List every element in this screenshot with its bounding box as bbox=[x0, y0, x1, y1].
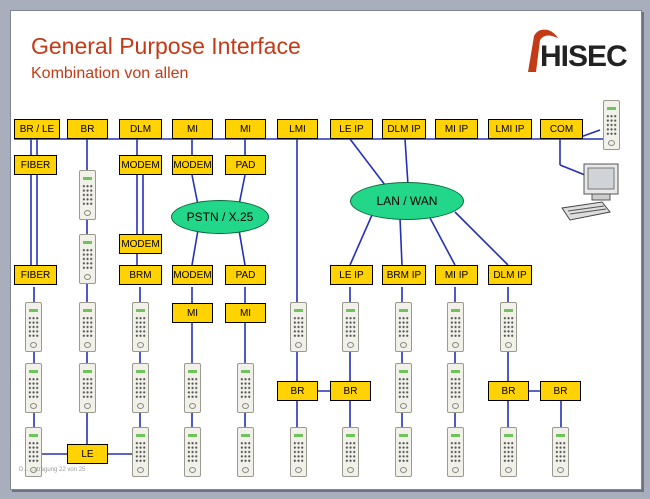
bus-box-br: BR bbox=[67, 119, 108, 139]
terminal-device-icon bbox=[342, 302, 359, 352]
modem-box-mi-top: MODEM bbox=[172, 155, 213, 175]
terminal-device-icon bbox=[79, 363, 96, 413]
terminal-device-icon bbox=[79, 234, 96, 284]
terminal-device-icon bbox=[132, 302, 149, 352]
terminal-device-icon bbox=[25, 363, 42, 413]
modem-box-mi-bottom: MODEM bbox=[172, 265, 213, 285]
pad-box-bottom: PAD bbox=[225, 265, 266, 285]
terminal-device-icon bbox=[184, 427, 201, 477]
terminal-device-icon bbox=[447, 427, 464, 477]
terminal-device-icon bbox=[184, 363, 201, 413]
lan-branch-mi-ip: MI IP bbox=[435, 265, 478, 285]
modem-box-dlm-top: MODEM bbox=[119, 155, 162, 175]
modem-box-dlm-mid: MODEM bbox=[119, 234, 162, 254]
bus-box-dlm: DLM bbox=[119, 119, 162, 139]
terminal-device-icon bbox=[395, 302, 412, 352]
terminal-device-icon bbox=[132, 427, 149, 477]
brm-box: BRM bbox=[119, 265, 162, 285]
bus-box-mi-ip: MI IP bbox=[435, 119, 478, 139]
terminal-device-icon bbox=[395, 427, 412, 477]
terminal-device-icon bbox=[447, 363, 464, 413]
terminal-device-icon bbox=[290, 427, 307, 477]
terminal-device-icon bbox=[290, 302, 307, 352]
slide-subtitle: Kombination von allen bbox=[31, 65, 189, 82]
computer-icon bbox=[558, 158, 628, 228]
pstn-cloud: PSTN / X.25 bbox=[171, 200, 269, 234]
slide bbox=[10, 10, 642, 490]
br-box-pair2-a: BR bbox=[488, 381, 529, 401]
terminal-device-icon bbox=[603, 100, 620, 150]
bus-box-le-ip: LE IP bbox=[330, 119, 373, 139]
terminal-device-icon bbox=[395, 363, 412, 413]
bus-box-lmi-ip: LMI IP bbox=[488, 119, 532, 139]
lan-branch-brm-ip: BRM IP bbox=[382, 265, 426, 285]
mi-box-bottom-1: MI bbox=[172, 303, 213, 323]
terminal-device-icon bbox=[237, 363, 254, 413]
fiber-box-bottom: FIBER bbox=[14, 265, 57, 285]
lan-branch-le-ip: LE IP bbox=[330, 265, 373, 285]
terminal-device-icon bbox=[500, 427, 517, 477]
terminal-device-icon bbox=[132, 363, 149, 413]
terminal-device-icon bbox=[25, 302, 42, 352]
terminal-device-icon bbox=[552, 427, 569, 477]
bus-box-br-le: BR / LE bbox=[14, 119, 60, 139]
mi-box-bottom-2: MI bbox=[225, 303, 266, 323]
terminal-device-icon bbox=[79, 170, 96, 220]
terminal-device-icon bbox=[237, 427, 254, 477]
br-box-pair2-b: BR bbox=[540, 381, 581, 401]
le-box-bottom: LE bbox=[67, 444, 108, 464]
terminal-device-icon bbox=[447, 302, 464, 352]
slide-footer: D... ...rtragung 22 von 25 bbox=[19, 467, 86, 473]
logo-swoosh-icon bbox=[528, 29, 558, 73]
bus-box-lmi: LMI bbox=[277, 119, 318, 139]
terminal-device-icon bbox=[79, 302, 96, 352]
pad-box-top: PAD bbox=[225, 155, 266, 175]
bus-box-mi-2: MI bbox=[225, 119, 266, 139]
lan-branch-dlm-ip: DLM IP bbox=[488, 265, 532, 285]
terminal-device-icon bbox=[25, 427, 42, 477]
logo-text: HISEC bbox=[540, 40, 628, 73]
fiber-box-top: FIBER bbox=[14, 155, 57, 175]
terminal-device-icon bbox=[500, 302, 517, 352]
br-box-pair1-b: BR bbox=[330, 381, 371, 401]
br-box-pair1-a: BR bbox=[277, 381, 318, 401]
slide-title: General Purpose Interface bbox=[31, 33, 301, 59]
bus-box-mi-1: MI bbox=[172, 119, 213, 139]
bus-box-dlm-ip: DLM IP bbox=[382, 119, 426, 139]
hisec-logo: HISEC bbox=[524, 26, 628, 78]
lan-wan-cloud: LAN / WAN bbox=[350, 182, 464, 220]
bus-box-com: COM bbox=[540, 119, 583, 139]
terminal-device-icon bbox=[342, 427, 359, 477]
